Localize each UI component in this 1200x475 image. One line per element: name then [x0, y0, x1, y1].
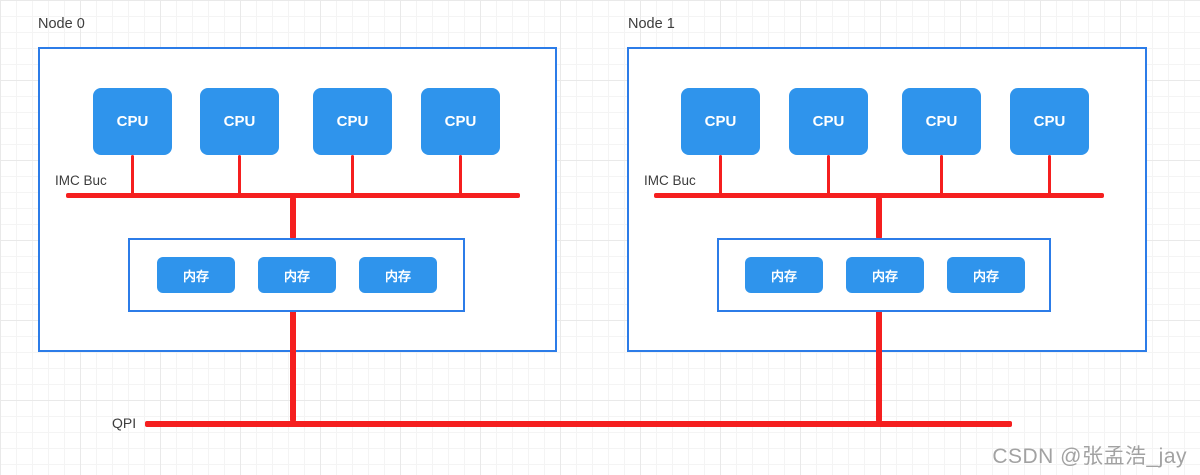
node1-cpu-block: CPU	[902, 88, 981, 155]
node0-memory-block: 内存	[359, 257, 437, 293]
node1-memory-block: 内存	[745, 257, 823, 293]
node0-cpu-bus-stub	[351, 155, 354, 196]
qpi-bus-line	[145, 421, 1012, 427]
node1-memory-block: 内存	[947, 257, 1025, 293]
node1-imc-bus-line	[654, 193, 1104, 198]
node1-title: Node 1	[628, 16, 675, 32]
node0-cpu-bus-stub	[238, 155, 241, 196]
node0-imc-bus-line	[66, 193, 520, 198]
node1-imc-bus-label: IMC Buc	[644, 173, 696, 188]
node0-imc-bus-label: IMC Buc	[55, 173, 107, 188]
node0-cpu-block: CPU	[313, 88, 392, 155]
node1-cpu-bus-stub	[719, 155, 722, 196]
node0-title: Node 0	[38, 16, 85, 32]
node1-cpu-bus-stub	[827, 155, 830, 196]
node1-qpi-link-line	[876, 306, 882, 422]
node0-cpu-bus-stub	[131, 155, 134, 196]
qpi-bus-label: QPI	[112, 415, 137, 431]
node0-cpu-block: CPU	[93, 88, 172, 155]
node0-cpu-block: CPU	[200, 88, 279, 155]
node1-cpu-block: CPU	[681, 88, 760, 155]
node0-qpi-link-line	[290, 306, 296, 422]
node0-cpu-bus-stub	[459, 155, 462, 196]
node1-memory-bus-line-upper	[876, 197, 882, 239]
node1-memory-block: 内存	[846, 257, 924, 293]
node1-cpu-bus-stub	[1048, 155, 1051, 196]
node1-cpu-block: CPU	[1010, 88, 1089, 155]
node0-memory-bus-line-upper	[290, 197, 296, 239]
node1-cpu-bus-stub	[940, 155, 943, 196]
node0-cpu-block: CPU	[421, 88, 500, 155]
csdn-watermark: CSDN @张孟浩_jay	[992, 445, 1187, 468]
node0-memory-block: 内存	[258, 257, 336, 293]
node0-memory-block: 内存	[157, 257, 235, 293]
node1-cpu-block: CPU	[789, 88, 868, 155]
